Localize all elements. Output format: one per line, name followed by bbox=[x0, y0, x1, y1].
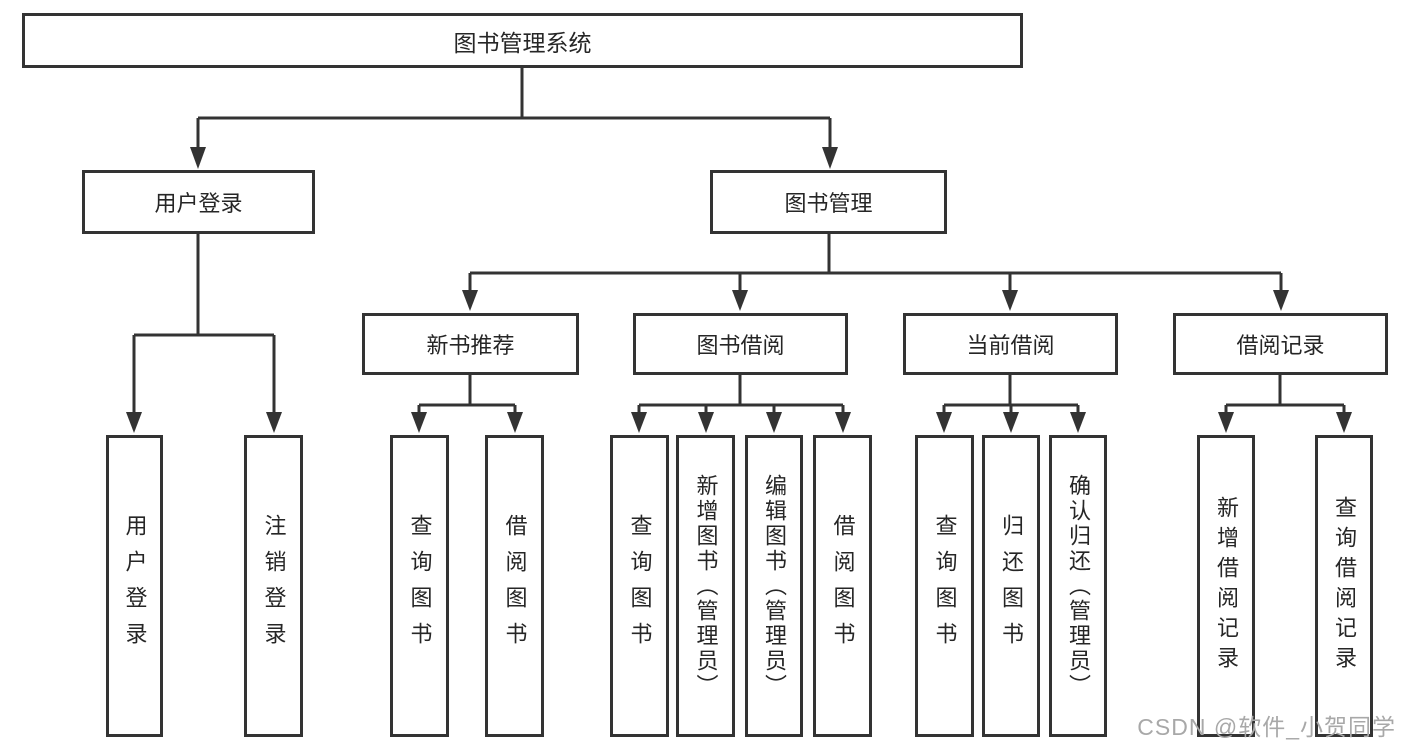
leaf-confirm-return-admin-label: 确认归还（管理员） bbox=[1066, 473, 1091, 699]
node-book-management: 图书管理 bbox=[710, 170, 947, 234]
leaf-query-book-current-label: 查询图书 bbox=[932, 514, 958, 658]
leaf-add-borrow-record-label: 新增借阅记录 bbox=[1214, 496, 1239, 676]
leaf-return-book: 归还图书 bbox=[982, 435, 1040, 737]
leaf-query-book-borrow-label: 查询图书 bbox=[627, 514, 653, 658]
leaf-borrow-book-recommend: 借阅图书 bbox=[485, 435, 544, 737]
leaf-return-book-label: 归还图书 bbox=[999, 514, 1024, 658]
leaf-user-login-label: 用户登录 bbox=[122, 514, 148, 658]
node-root-label: 图书管理系统 bbox=[453, 29, 592, 56]
node-root: 图书管理系统 bbox=[22, 13, 1023, 68]
leaf-borrow-book-label: 借阅图书 bbox=[830, 514, 856, 658]
leaf-add-book-admin: 新增图书（管理员） bbox=[676, 435, 735, 737]
node-new-book-recommend-label: 新书推荐 bbox=[426, 333, 515, 358]
leaf-borrow-book: 借阅图书 bbox=[813, 435, 872, 737]
node-current-borrow: 当前借阅 bbox=[903, 313, 1118, 375]
leaf-user-login: 用户登录 bbox=[106, 435, 163, 737]
leaf-add-book-admin-label: 新增图书（管理员） bbox=[693, 473, 719, 699]
node-book-borrow-label: 图书借阅 bbox=[696, 333, 785, 358]
arrowheads bbox=[126, 147, 1352, 433]
leaf-query-book-recommend: 查询图书 bbox=[390, 435, 449, 737]
leaf-confirm-return-admin: 确认归还（管理员） bbox=[1049, 435, 1107, 737]
node-new-book-recommend: 新书推荐 bbox=[362, 313, 579, 375]
node-book-management-label: 图书管理 bbox=[784, 191, 873, 216]
leaf-query-book-current: 查询图书 bbox=[915, 435, 974, 737]
leaf-query-borrow-record-label: 查询借阅记录 bbox=[1332, 496, 1357, 676]
node-borrow-record: 借阅记录 bbox=[1173, 313, 1388, 375]
leaf-logout-login: 注销登录 bbox=[244, 435, 303, 737]
leaf-borrow-book-recommend-label: 借阅图书 bbox=[502, 514, 528, 658]
leaf-query-book-recommend-label: 查询图书 bbox=[407, 514, 433, 658]
node-book-borrow: 图书借阅 bbox=[633, 313, 848, 375]
leaf-logout-login-label: 注销登录 bbox=[261, 514, 287, 658]
watermark: CSDN @软件_小贺同学 bbox=[1137, 714, 1396, 740]
node-user-login-label: 用户登录 bbox=[154, 191, 243, 216]
leaf-edit-book-admin: 编辑图书（管理员） bbox=[745, 435, 803, 737]
node-current-borrow-label: 当前借阅 bbox=[966, 333, 1055, 358]
leaf-add-borrow-record: 新增借阅记录 bbox=[1197, 435, 1255, 737]
leaf-edit-book-admin-label: 编辑图书（管理员） bbox=[762, 473, 787, 699]
node-borrow-record-label: 借阅记录 bbox=[1236, 333, 1325, 358]
leaf-query-book-borrow: 查询图书 bbox=[610, 435, 669, 737]
leaf-query-borrow-record: 查询借阅记录 bbox=[1315, 435, 1373, 737]
node-user-login: 用户登录 bbox=[82, 170, 315, 234]
